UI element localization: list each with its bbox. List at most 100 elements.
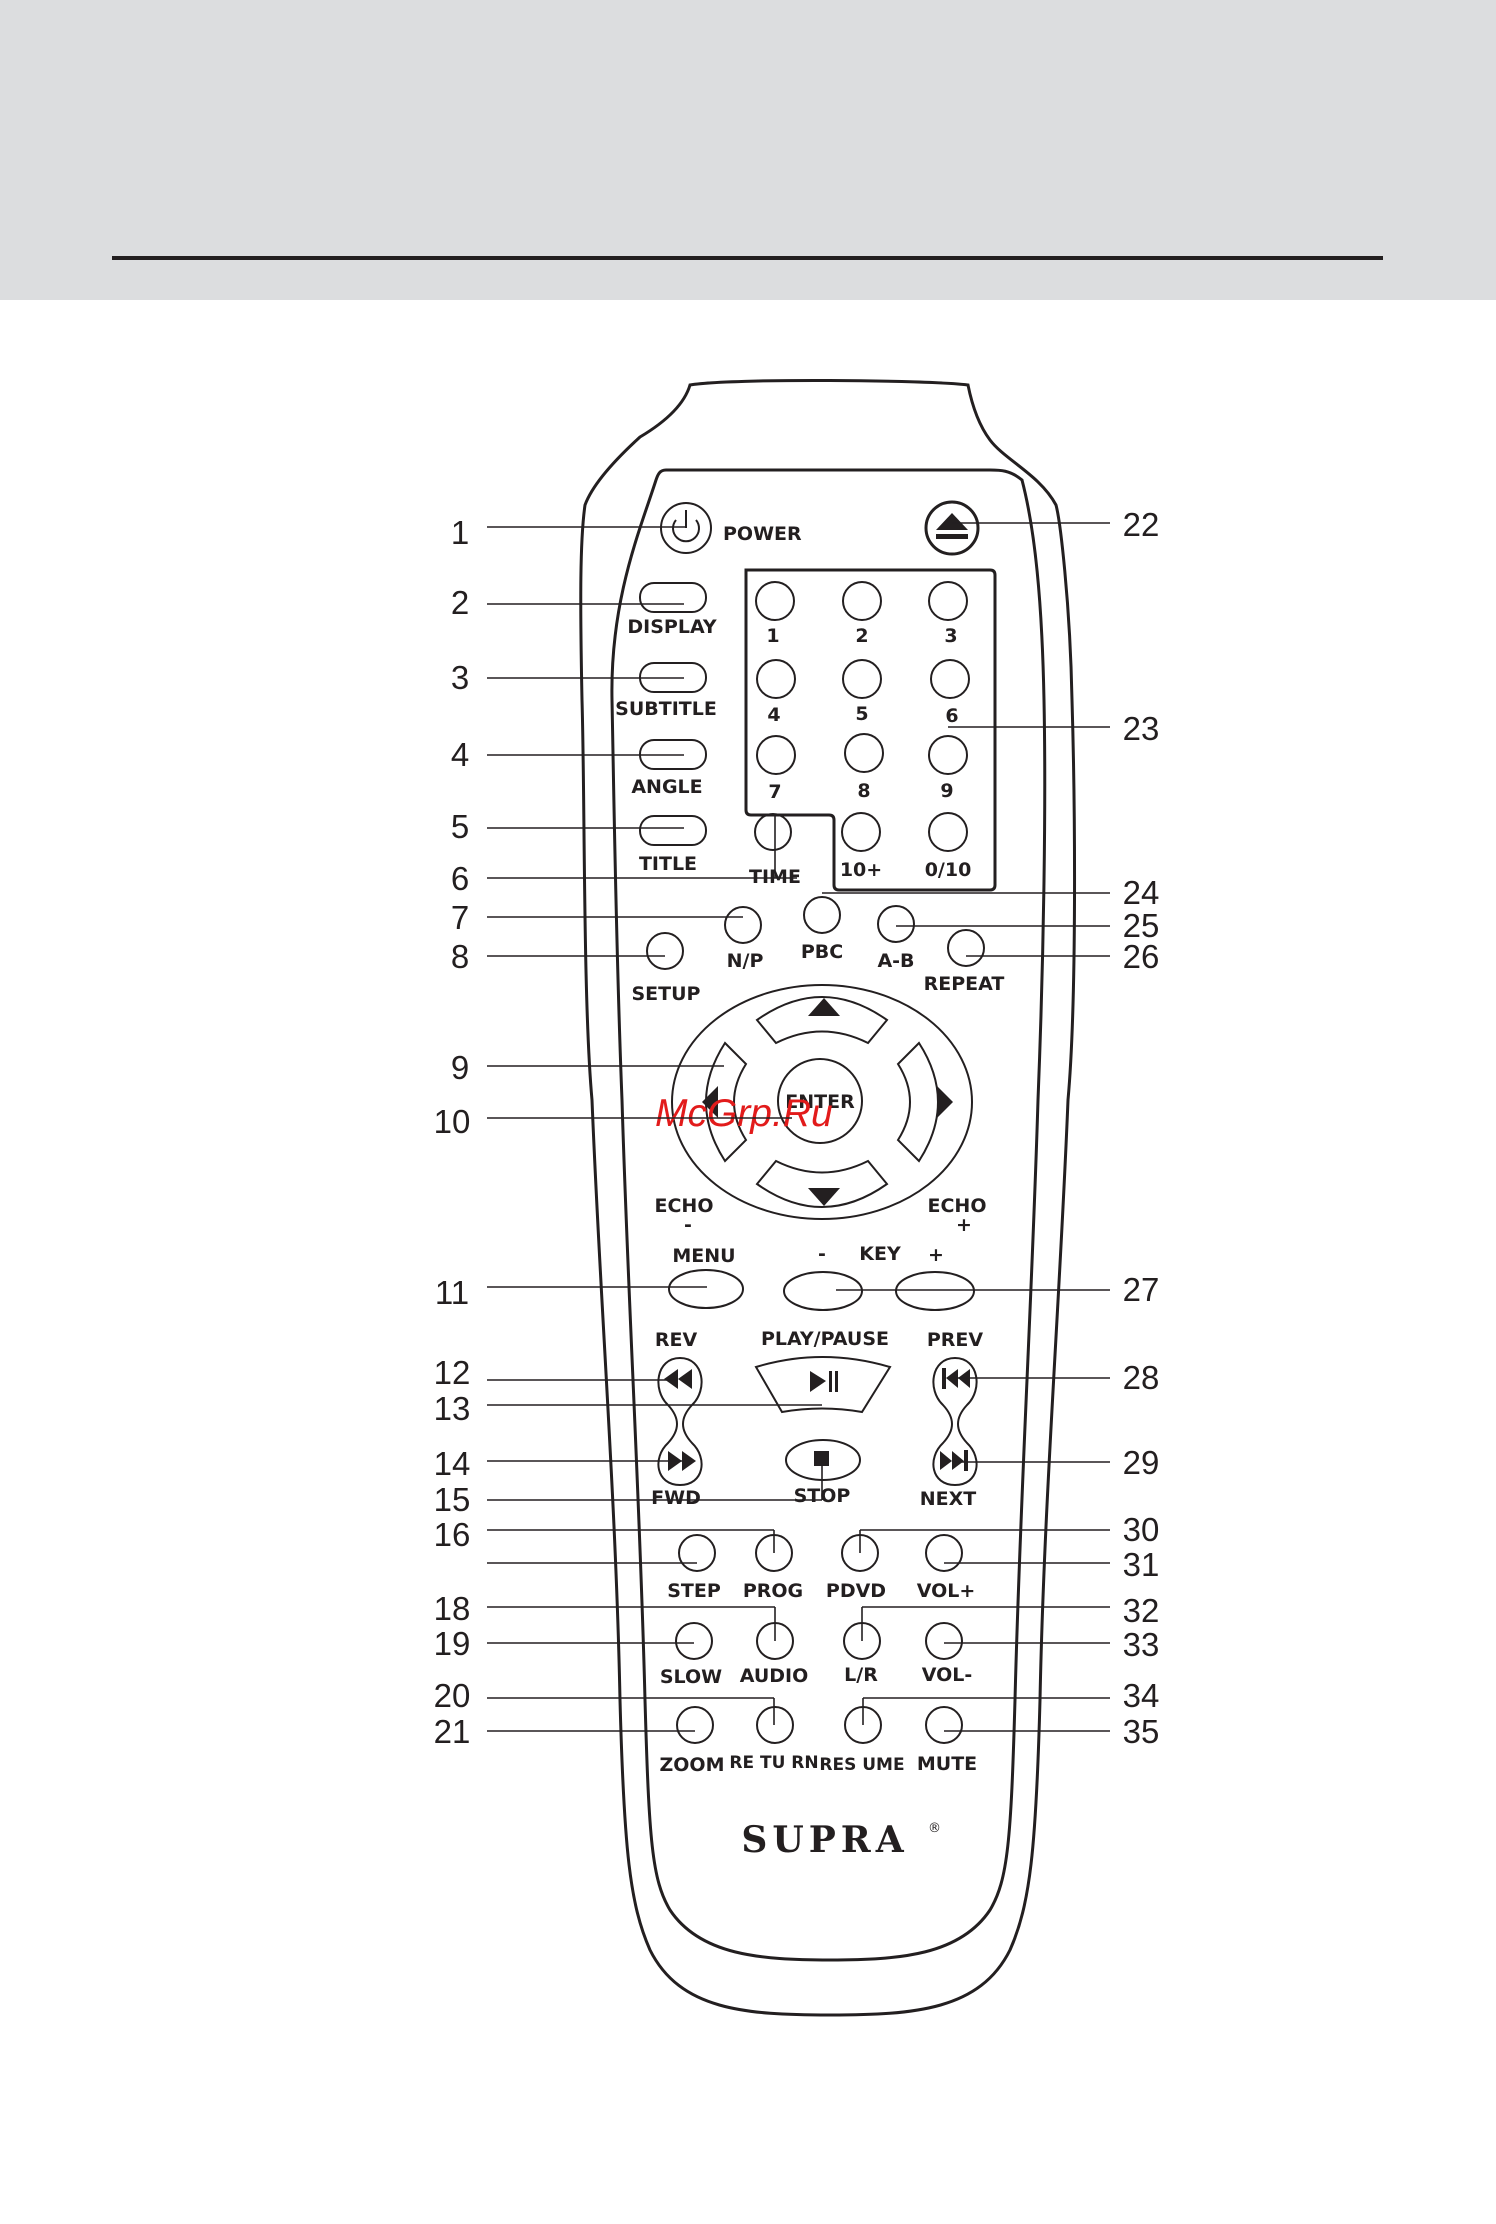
callout-28: 28 (1123, 1359, 1160, 1396)
echo-plus-sign: + (956, 1214, 972, 1236)
eject-button[interactable] (924, 500, 980, 556)
step-label: STEP (667, 1580, 721, 1602)
l-r-label: L/R (844, 1664, 878, 1686)
nav-up-button[interactable] (755, 996, 889, 1045)
play-pause-icon (810, 1371, 838, 1392)
rev-fwd-rocker[interactable] (657, 1356, 703, 1487)
a-b-button[interactable] (877, 905, 915, 943)
repeat-label: REPEAT (924, 973, 1005, 995)
eject-icon (936, 513, 968, 539)
slow-button[interactable] (675, 1622, 713, 1660)
callout-31: 31 (1123, 1546, 1160, 1583)
power-button[interactable] (660, 502, 712, 554)
callout-13: 13 (434, 1390, 471, 1427)
navigation-pad (671, 984, 973, 1220)
rev-label: REV (655, 1329, 698, 1351)
numpad-label-9: 9 (940, 780, 953, 802)
echo-minus-label: ECHO (655, 1195, 714, 1217)
stop-button[interactable] (785, 1439, 861, 1481)
zoom-button[interactable] (676, 1706, 714, 1744)
right-arrow-icon (937, 1086, 953, 1118)
header-rule (112, 256, 1383, 260)
callout-leaders (487, 522, 1110, 1732)
key-label: KEY (859, 1243, 901, 1265)
nav-right-button[interactable] (896, 1041, 939, 1163)
watermark: McGrp.Ru (655, 1092, 833, 1135)
vol-up-button[interactable] (925, 1534, 963, 1572)
enter-label: ENTER (785, 1091, 855, 1113)
mute-button[interactable] (925, 1706, 963, 1744)
key-minus-button[interactable] (783, 1271, 863, 1311)
numpad-button-4[interactable] (756, 659, 796, 699)
callout-1: 1 (451, 514, 469, 551)
menu-button[interactable] (668, 1269, 744, 1309)
numpad-button-6[interactable] (930, 659, 970, 699)
numpad-button-2[interactable] (842, 581, 882, 621)
mute-label: MUTE (917, 1753, 977, 1775)
repeat-button[interactable] (947, 929, 985, 967)
pdvd-label: PDVD (826, 1580, 886, 1602)
vol-down-label: VOL- (922, 1664, 973, 1686)
n-p-button[interactable] (724, 906, 762, 944)
callout-29: 29 (1123, 1444, 1160, 1481)
display-button[interactable] (639, 582, 707, 613)
vol-up-label: VOL+ (917, 1580, 976, 1602)
echo-minus-sign: - (684, 1214, 692, 1236)
step-button[interactable] (678, 1534, 716, 1572)
angle-label: ANGLE (631, 776, 702, 798)
return-label: RE TU RN (729, 1753, 818, 1773)
zoom-label: ZOOM (660, 1754, 725, 1776)
callout-7: 7 (451, 899, 469, 936)
stop-icon (814, 1451, 829, 1466)
callout-4: 4 (451, 736, 469, 773)
pbc-button[interactable] (803, 896, 841, 934)
header-band (0, 0, 1496, 300)
callout-18: 18 (434, 1590, 471, 1627)
setup-button[interactable] (646, 932, 684, 970)
next-track-icon (940, 1450, 968, 1471)
resume-label: RES UME (819, 1755, 904, 1775)
prev-next-rocker[interactable] (932, 1356, 978, 1487)
echo-plus-label: ECHO (928, 1195, 987, 1217)
numpad-button-0-10[interactable] (928, 812, 968, 852)
play-pause-label: PLAY/PAUSE (761, 1328, 889, 1350)
down-arrow-icon (808, 1188, 840, 1206)
callout-numbers-right: 22 23 24 25 26 27 28 29 30 31 32 33 34 3… (1123, 506, 1160, 1750)
numpad-button-5[interactable] (842, 659, 882, 699)
callout-24: 24 (1123, 874, 1160, 911)
numpad-button-3[interactable] (928, 581, 968, 621)
callout-30: 30 (1123, 1511, 1160, 1548)
nav-left-button[interactable] (705, 1041, 748, 1163)
numpad-button-10plus[interactable] (841, 812, 881, 852)
callout-9: 9 (451, 1049, 469, 1086)
callout-32: 32 (1123, 1592, 1160, 1629)
a-b-label: A-B (877, 950, 914, 972)
fwd-label: FWD (651, 1487, 701, 1509)
callout-22: 22 (1123, 506, 1160, 543)
audio-label: AUDIO (740, 1665, 809, 1687)
vol-down-button[interactable] (925, 1622, 963, 1660)
play-pause-button[interactable] (754, 1356, 892, 1414)
prev-label: PREV (927, 1329, 984, 1351)
numpad-label-3: 3 (944, 625, 957, 647)
return-button[interactable] (756, 1706, 794, 1744)
numpad-button-8[interactable] (844, 733, 884, 773)
numpad-label-1: 1 (766, 625, 779, 647)
n-p-label: N/P (727, 950, 764, 972)
numpad-button-7[interactable] (756, 735, 796, 775)
nav-down-button[interactable] (755, 1159, 889, 1208)
registered-mark: ® (928, 1821, 941, 1836)
time-button[interactable] (754, 813, 792, 851)
enter-button[interactable] (777, 1058, 863, 1144)
numpad-button-9[interactable] (928, 735, 968, 775)
numpad-label-2: 2 (855, 625, 868, 647)
title-button[interactable] (639, 815, 707, 846)
key-plus-button[interactable] (895, 1271, 975, 1311)
numpad-button-1[interactable] (755, 581, 795, 621)
title-label: TITLE (639, 853, 697, 875)
power-icon (672, 510, 700, 543)
callout-33: 33 (1123, 1626, 1160, 1663)
numpad-frame (744, 568, 997, 892)
callout-14: 14 (434, 1445, 471, 1482)
callout-21: 21 (434, 1713, 471, 1750)
